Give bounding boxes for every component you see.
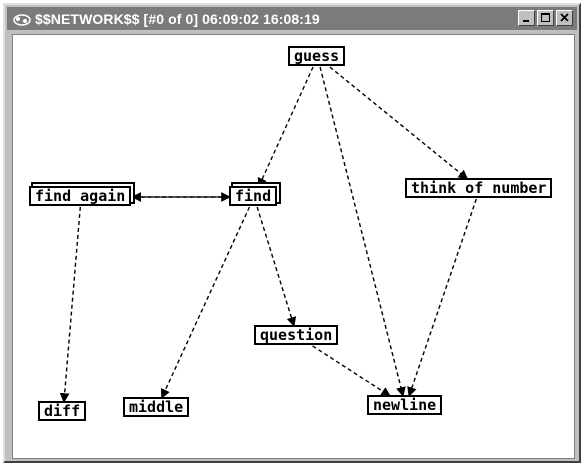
minimize-icon: [523, 20, 529, 22]
node-find-again[interactable]: find again: [29, 186, 132, 206]
edge-find-to-middle: [160, 206, 251, 399]
node-middle[interactable]: middle: [123, 397, 190, 417]
close-button[interactable]: [556, 10, 573, 26]
edge-question-to-newline: [312, 345, 391, 397]
edge-guess-to-newline: [319, 66, 406, 397]
network-window: $$NETWORK$$ [#0 of 0] 06:09:02 16:08:19 …: [3, 3, 581, 463]
node-diff[interactable]: diff: [38, 401, 87, 421]
edge-find-again-to-diff: [59, 206, 82, 403]
edge-think-of-number-to-newline: [407, 198, 477, 397]
app-icon: [13, 12, 31, 26]
edge-guess-to-find: [257, 66, 314, 188]
window-title: $$NETWORK$$ [#0 of 0] 06:09:02 16:08:19: [35, 10, 320, 27]
node-think-of-number[interactable]: think of number: [405, 178, 553, 198]
maximize-icon: [541, 13, 550, 22]
node-find[interactable]: find: [229, 186, 278, 206]
node-question[interactable]: question: [254, 325, 339, 345]
minimize-button[interactable]: [518, 10, 535, 26]
edge-guess-to-think-of-number: [329, 66, 469, 180]
edge-layer: [59, 66, 477, 403]
title-bar[interactable]: $$NETWORK$$ [#0 of 0] 06:09:02 16:08:19: [7, 7, 577, 30]
edge-find-to-question: [256, 206, 297, 327]
close-icon: [560, 13, 569, 22]
node-guess[interactable]: guess: [288, 46, 346, 66]
graph-canvas[interactable]: guess find again find think of number qu…: [12, 34, 575, 459]
maximize-button[interactable]: [537, 10, 554, 26]
node-newline[interactable]: newline: [367, 395, 443, 415]
